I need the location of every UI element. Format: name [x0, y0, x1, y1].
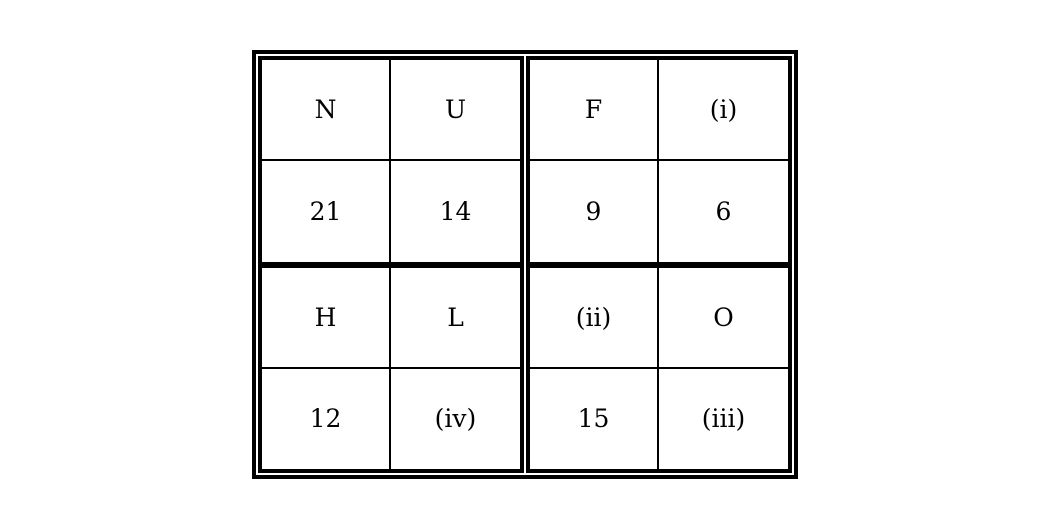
- cell-letter: L: [391, 268, 520, 369]
- cell-number: 15: [530, 368, 659, 469]
- cell-number: 6: [715, 197, 732, 226]
- cell-letter: N: [262, 60, 391, 161]
- block-bottom-right: (ii) O 15 (iii): [526, 264, 792, 473]
- block-bottom-left: H L 12 (iv): [258, 264, 524, 473]
- cell-number: 12: [262, 368, 391, 469]
- cell-unknown: (ii): [530, 268, 659, 369]
- cell-unknown: (iii): [701, 404, 746, 434]
- block-top-right: F (i) 9 6: [526, 56, 792, 266]
- cell-unknown: (iv): [434, 404, 477, 434]
- puzzle-grid: N U 21 14 F (i) 9 6 H L 12 (iv) (ii) O 1…: [252, 50, 798, 479]
- cell-letter: H: [262, 268, 391, 369]
- cell-number: 21: [262, 161, 391, 262]
- block-top-left: N U 21 14: [258, 56, 524, 266]
- cell-letter: U: [391, 60, 520, 161]
- cell-number: 9: [530, 161, 659, 262]
- cell-letter: O: [659, 268, 788, 369]
- cell-unknown: (i): [659, 60, 788, 161]
- cell-number: 14: [439, 197, 472, 226]
- cell-letter: F: [530, 60, 659, 161]
